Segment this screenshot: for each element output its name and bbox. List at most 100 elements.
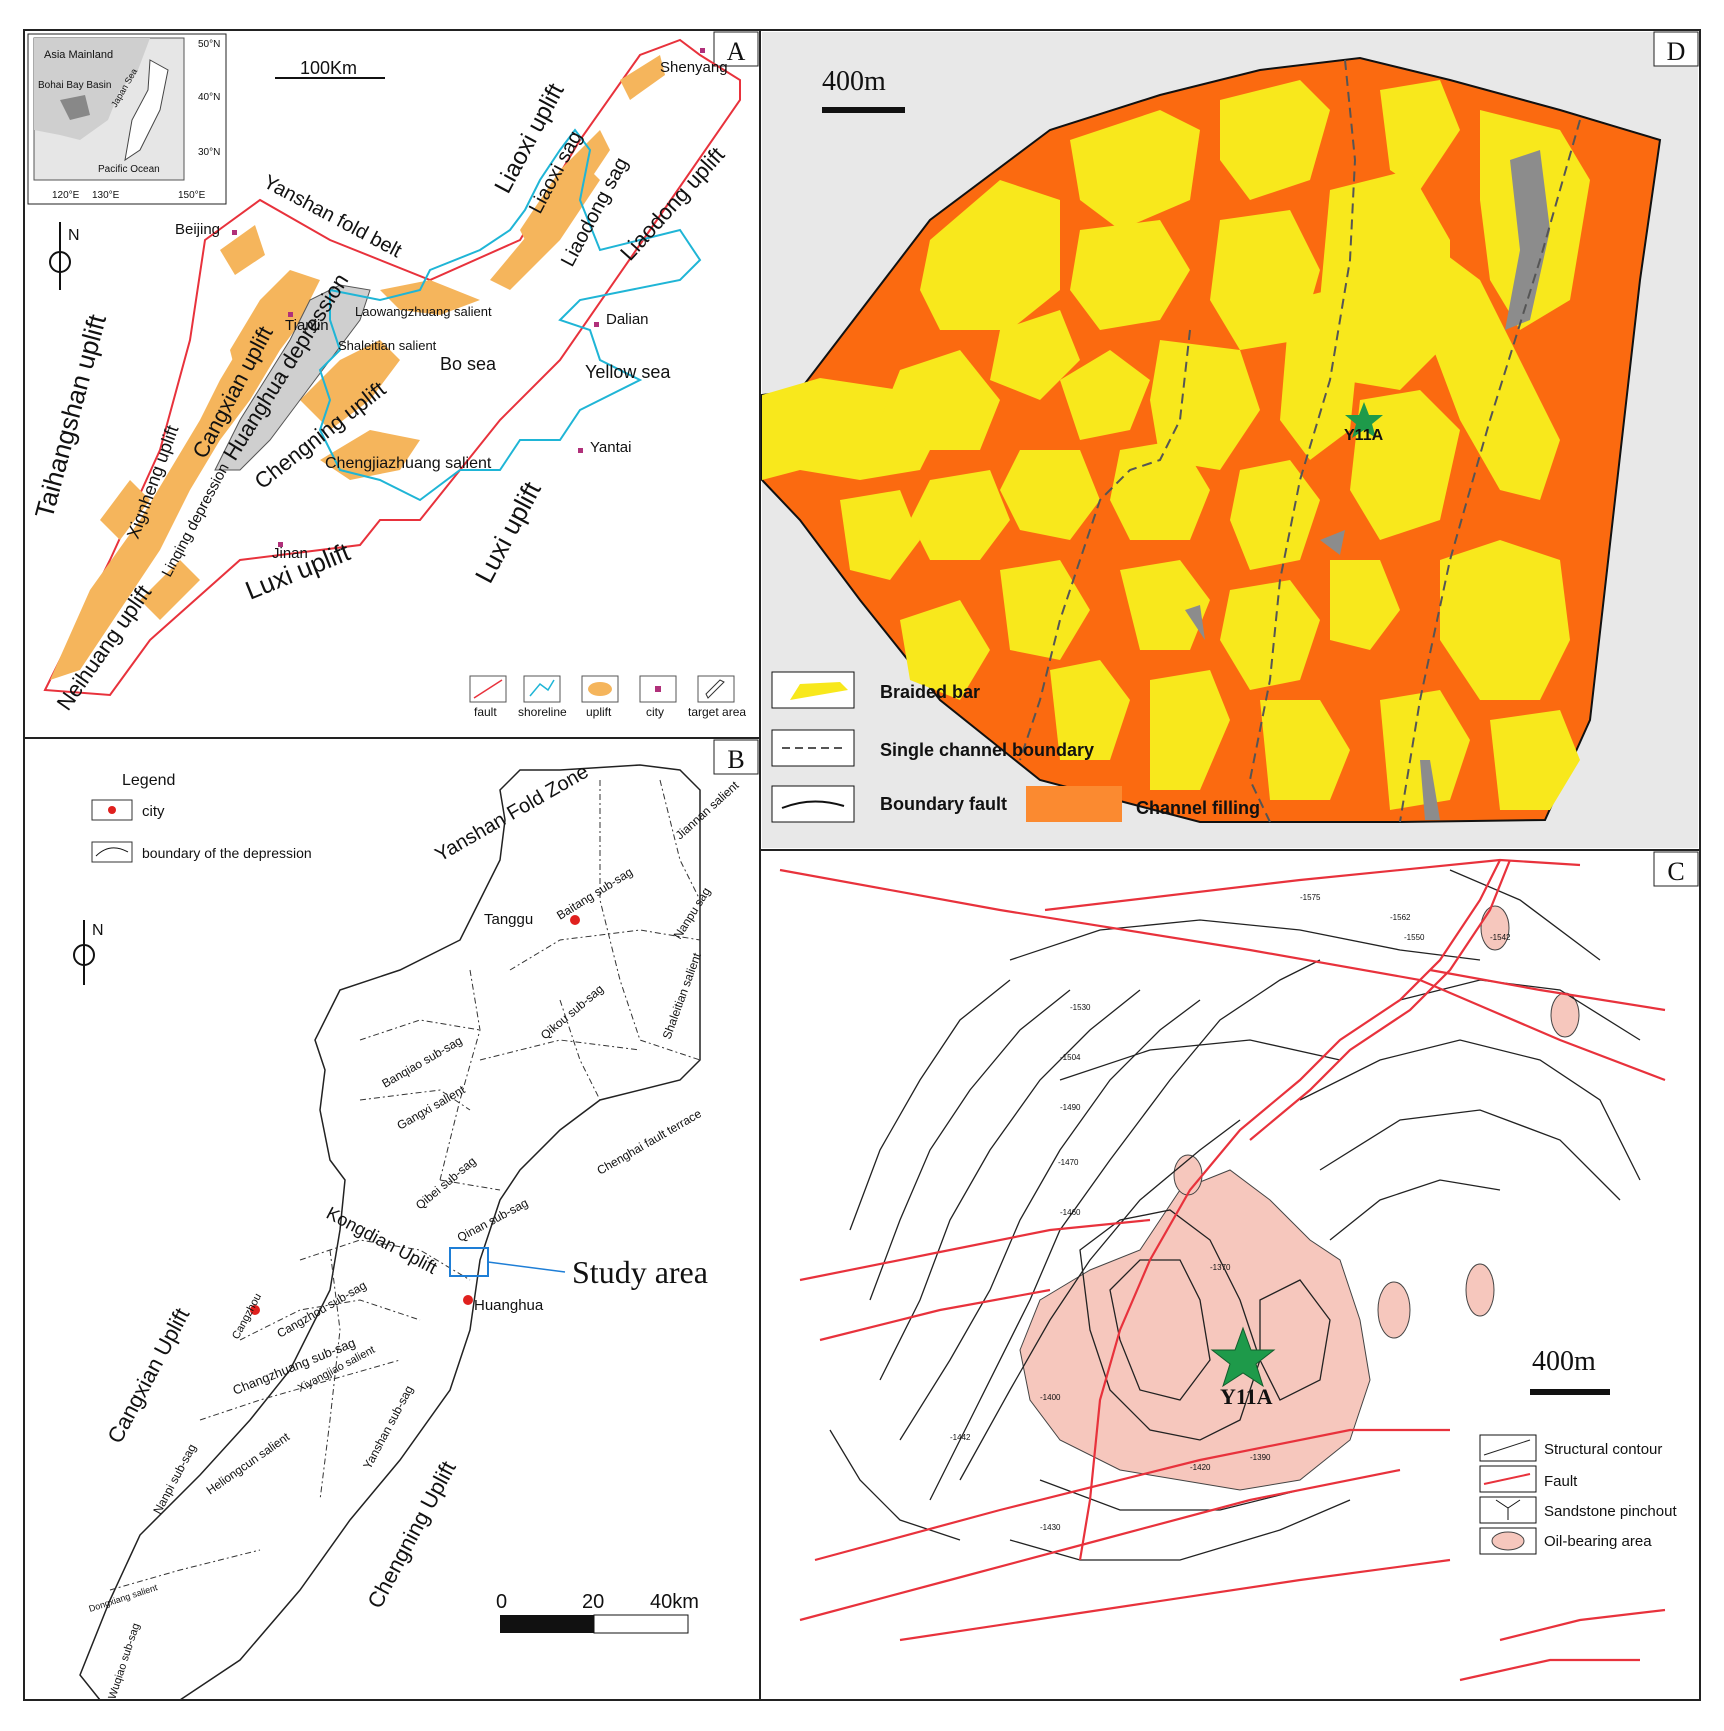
panel-c-legend: Structural contour Fault Sandstone pinch…	[1479, 1434, 1677, 1555]
study-area-leader	[487, 1261, 566, 1273]
unit-cangxian-uplift: Cangxian Uplift	[102, 1304, 194, 1447]
inset-lat-50: 50°N	[198, 39, 220, 50]
sub-unit-boundaries	[109, 779, 701, 1591]
contour-label-1542: -1542	[1490, 933, 1511, 942]
panel-b-scale-bar: 0 20 40km	[496, 1591, 699, 1634]
unit-chenghai-fault-terrace: Chenghai fault terrace	[595, 1106, 705, 1177]
inset-pacific: Pacific Ocean	[98, 164, 160, 175]
unit-banqiao-sub-sag: Banqiao sub-sag	[380, 1033, 465, 1090]
city-jinan: Jinan	[272, 545, 308, 562]
city-tianjin: Tianjin	[285, 317, 329, 334]
unit-nanpi-sub-sag: Nanpi sub-sag	[150, 1442, 199, 1517]
contour-label-1370: -1370	[1210, 1263, 1231, 1272]
braided-bars	[762, 80, 1590, 810]
contour-label-1390: -1390	[1250, 1453, 1271, 1462]
panel-b-north-label: N	[92, 922, 104, 939]
mudstone-patches	[1185, 150, 1550, 820]
city-tanggu: Tanggu	[484, 911, 533, 928]
panel-a-north-arrow: N	[49, 222, 80, 290]
city-cangzhou: Cangzhou	[230, 1291, 264, 1341]
legend-c-sandstone-pinchout: Sandstone pinchout	[1544, 1503, 1677, 1520]
unit-yanshan-sub-sag: Yanshan sub-sag	[360, 1383, 416, 1471]
label-laowangzhuang-salient: Laowangzhuang salient	[355, 304, 492, 319]
legend-b-city: city	[142, 803, 165, 820]
legend-c-structural-contour: Structural contour	[1544, 1441, 1662, 1458]
legend-a-city: city	[646, 705, 664, 719]
label-bo-sea: Bo sea	[440, 354, 497, 374]
well-y11a-star-c	[1210, 1326, 1276, 1388]
contour-label-1530: -1530	[1070, 1003, 1091, 1012]
unit-qikou-sub-sag: Qikou sub-sag	[538, 982, 606, 1042]
unit-nanpu-sag: Nanpu sag	[671, 885, 714, 942]
inset-lon-120: 120°E	[52, 190, 80, 201]
city-cangzhou-marker	[250, 1305, 260, 1315]
panel-b-letter-box	[713, 739, 759, 775]
legend-b-boundary-box	[91, 841, 133, 863]
legend-d-boundary-fault: Boundary fault	[880, 794, 1007, 814]
oil-bearing-area-small	[1173, 905, 1580, 1339]
panel-c-letter: C	[1667, 857, 1684, 886]
label-yellow-sea: Yellow sea	[585, 362, 671, 382]
scale-b-40km: 40km	[650, 1591, 699, 1613]
legend-b-boundary: boundary of the depression	[142, 845, 312, 861]
panel-a-letter-box	[713, 31, 759, 67]
panel-a-map: A Asia Mainland Bohai Bay Basin Japan Se…	[27, 31, 759, 719]
faults	[779, 858, 1666, 1682]
panel-b-north-arrow: N	[73, 920, 104, 985]
basin-fault-boundary	[43, 38, 741, 697]
panel-d-letter-box	[1653, 31, 1699, 67]
label-taihangshan-uplift: Taihangshan uplift	[29, 311, 112, 522]
legend-a-target-area: target area	[688, 705, 746, 719]
scale-b-0: 0	[496, 1591, 507, 1613]
legend-d-channel-filling: Channel filling	[1136, 798, 1260, 818]
legend-a-uplift: uplift	[586, 705, 612, 719]
well-y11a-label-c: Y11A	[1220, 1384, 1273, 1409]
inset-lat-30: 30°N	[198, 147, 220, 158]
legend-d-single-channel: Single channel boundary	[880, 740, 1094, 760]
contour-label-1550: -1550	[1404, 933, 1425, 942]
unit-dongxiang-salient: Dongxiang salient	[88, 1582, 160, 1614]
well-y11a-star-d	[1345, 402, 1383, 438]
contour-label-1575: -1575	[1300, 893, 1321, 902]
unit-yanshan-fold-zone: Yanshan Fold Zone	[432, 761, 593, 867]
depression-boundary	[79, 764, 701, 1701]
legend-a-shoreline: shoreline	[518, 705, 567, 719]
unit-baitang-sub-sag: Baitang sub-sag	[554, 865, 635, 923]
legend-c-oil-bearing-area: Oil-bearing area	[1544, 1533, 1652, 1550]
label-luxi-uplift-2: Luxi uplift	[469, 476, 547, 588]
contour-label-1470: -1470	[1058, 1158, 1079, 1167]
city-shenyang: Shenyang	[660, 59, 728, 76]
unit-shaleitian-salient: Shaleitian salient	[660, 950, 704, 1041]
city-yantai: Yantai	[590, 439, 631, 456]
inset-asia-label: Asia Mainland	[44, 49, 113, 61]
study-area-label: Study area	[572, 1254, 708, 1290]
well-y11a-label-d: Y11A	[1344, 427, 1384, 444]
contour-label-1460: -1460	[1060, 1208, 1081, 1217]
contour-label-1430: -1430	[1040, 1523, 1061, 1532]
inset-lon-150: 150°E	[178, 190, 206, 201]
panel-a-scale-label: 100Km	[300, 58, 357, 78]
unit-heliongcun-salient: Heliongcun salient	[204, 1429, 293, 1497]
city-tanggu-marker	[570, 915, 580, 925]
inset-lon-130: 130°E	[92, 190, 120, 201]
oil-bearing-area-main	[1019, 1169, 1371, 1491]
panel-a-cities	[232, 48, 705, 547]
panel-c-letter-box	[1653, 851, 1699, 887]
city-huanghua-marker	[463, 1295, 473, 1305]
contour-label-1504: -1504	[1060, 1053, 1081, 1062]
unit-qinan-sub-sag: Qinan sub-sag	[455, 1196, 530, 1245]
single-channel-boundaries	[1019, 59, 1581, 823]
panel-c-map: C	[779, 851, 1699, 1682]
city-huanghua: Huanghua	[474, 1297, 544, 1314]
contour-labels: -1575 -1562 -1550 -1542 -1530 -1504 -149…	[950, 893, 1511, 1532]
scale-b-20: 20	[582, 1591, 604, 1613]
label-chengjiazhuang-salient: Chengjiazhuang salient	[325, 455, 492, 472]
unit-chengning-uplift: Chengning Uplift	[362, 1457, 460, 1612]
contour-label-1420: -1420	[1190, 1463, 1211, 1472]
panel-b-letter: B	[727, 745, 744, 774]
unit-kongdian-uplift: Kongdian Uplift	[323, 1203, 440, 1278]
panel-b-map: B Legend city boundary of the depression…	[73, 739, 759, 1701]
panel-c-scale-label: 400m	[1532, 1346, 1596, 1377]
unit-jiannan-salient: Jiannan salient	[673, 778, 742, 842]
contour-label-1442: -1442	[950, 1433, 971, 1442]
